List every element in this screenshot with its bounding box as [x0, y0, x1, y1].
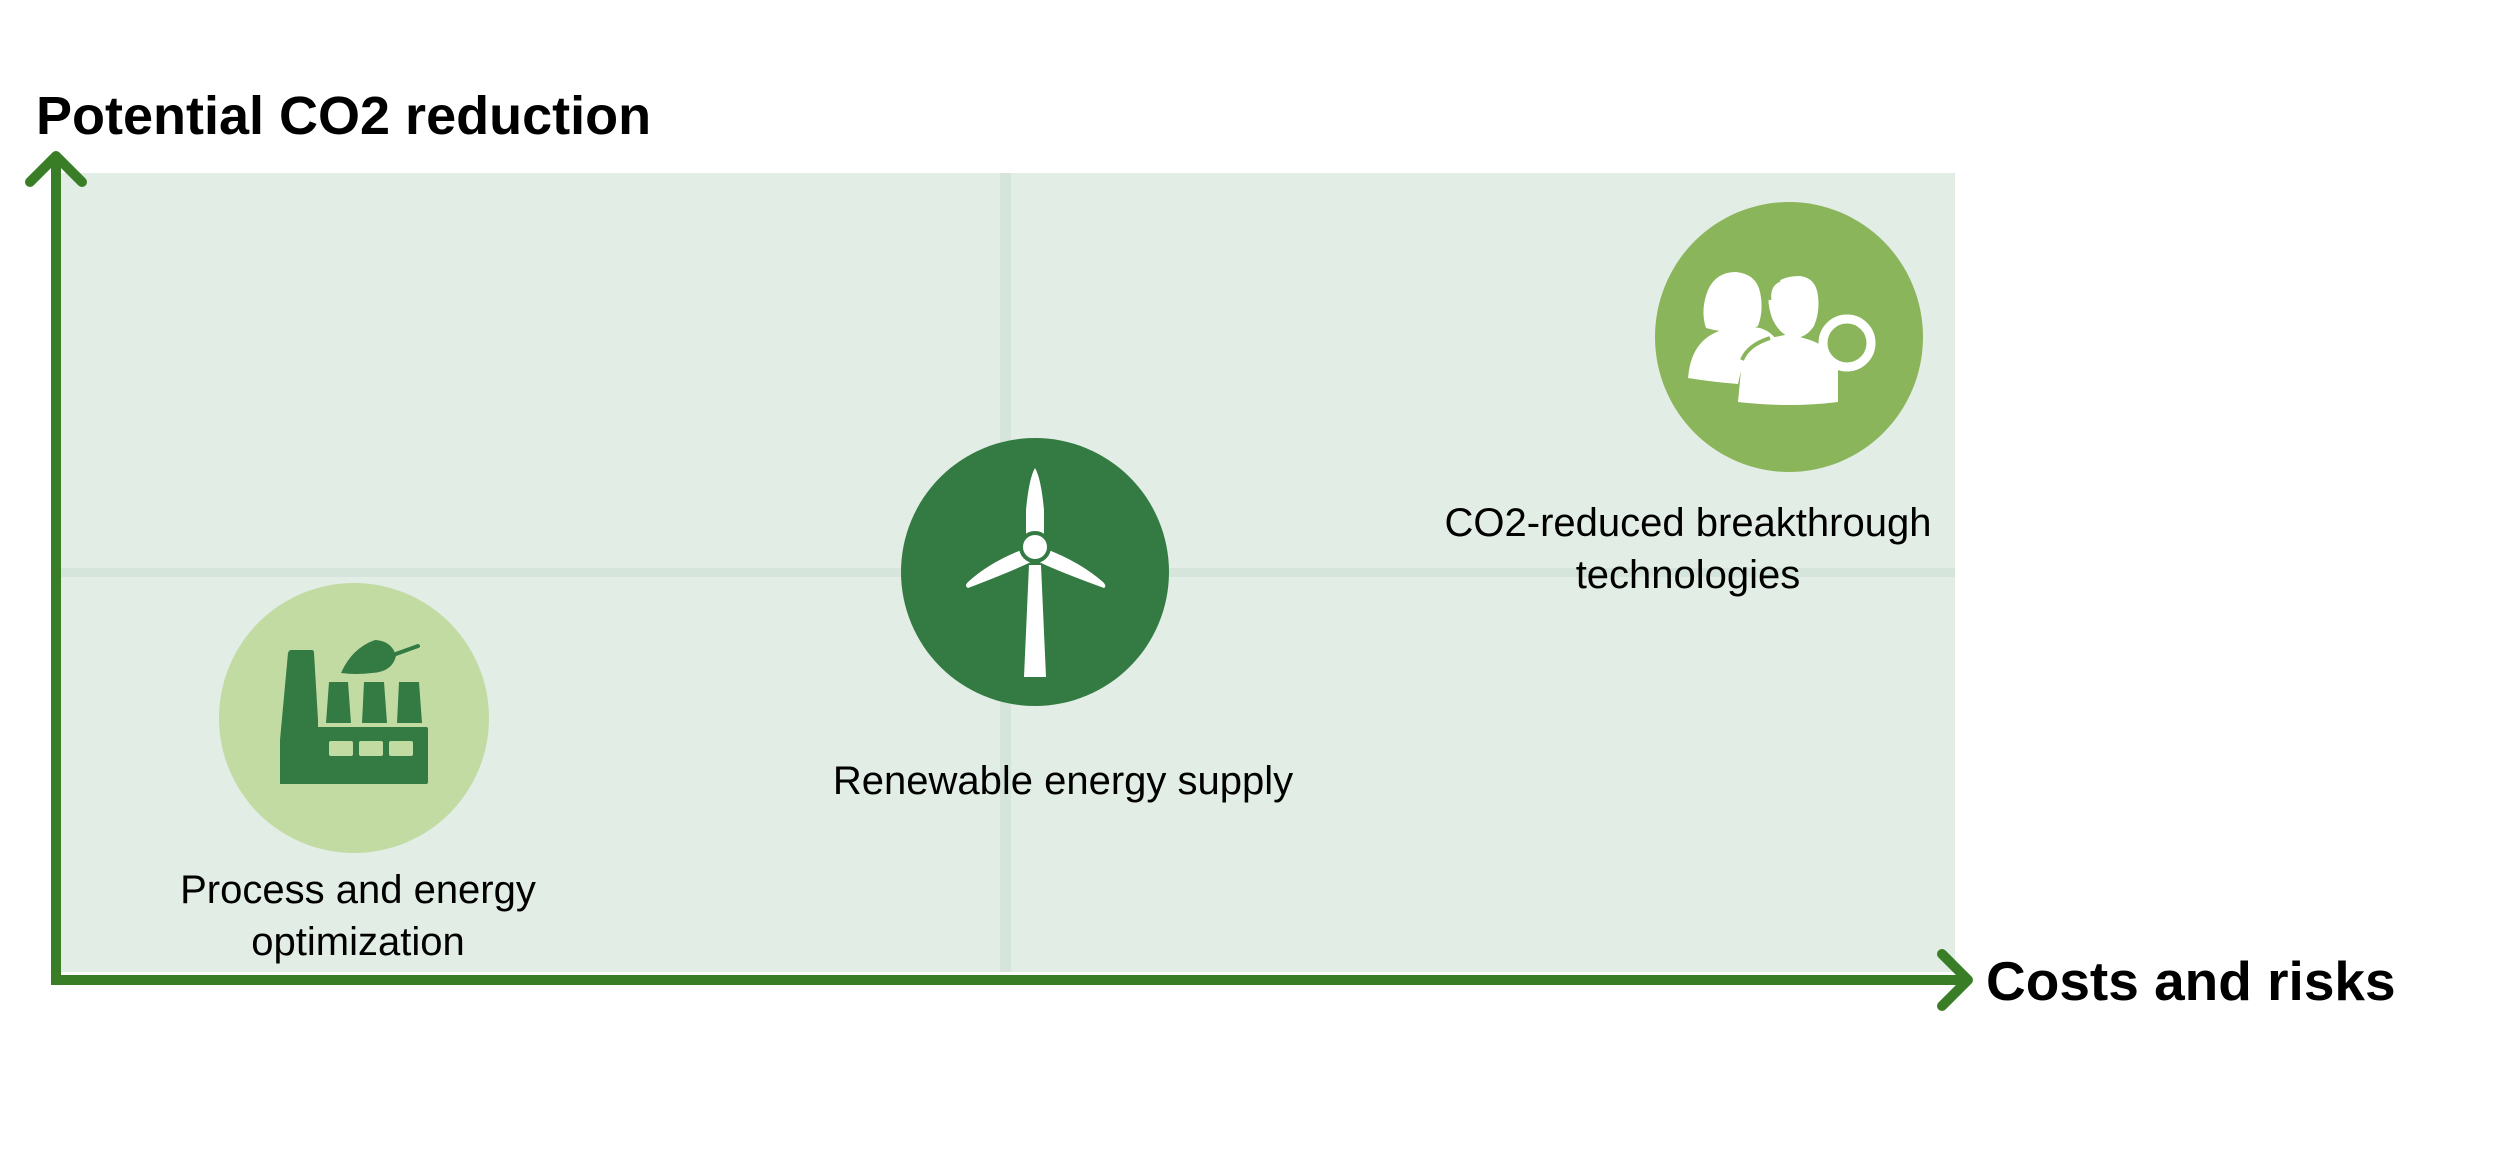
people-magnifier-icon: [1688, 272, 1876, 405]
renewable-energy-bubble: [901, 438, 1169, 706]
x-axis-title: Costs and risks: [1986, 950, 2396, 1012]
breakthrough-tech-label: CO2-reduced breakthrough technologies: [1418, 497, 1958, 601]
renewable-energy-label: Renewable energy supply: [813, 755, 1313, 807]
label-line-2: technologies: [1575, 553, 1801, 597]
wind-turbine-icon: [966, 468, 1106, 677]
label-line-1: CO2-reduced breakthrough: [1444, 501, 1932, 545]
y-axis-title: Potential CO2 reduction: [36, 86, 652, 146]
label-line-1: Process and energy: [180, 868, 536, 912]
factory-leaf-icon: [280, 640, 428, 784]
process-optimization-label: Process and energy optimization: [158, 864, 558, 968]
label-line-2: optimization: [251, 920, 465, 964]
process-optimization-bubble: [219, 583, 489, 853]
breakthrough-tech-bubble: [1655, 202, 1923, 472]
label-line-1: Renewable energy supply: [832, 759, 1294, 803]
